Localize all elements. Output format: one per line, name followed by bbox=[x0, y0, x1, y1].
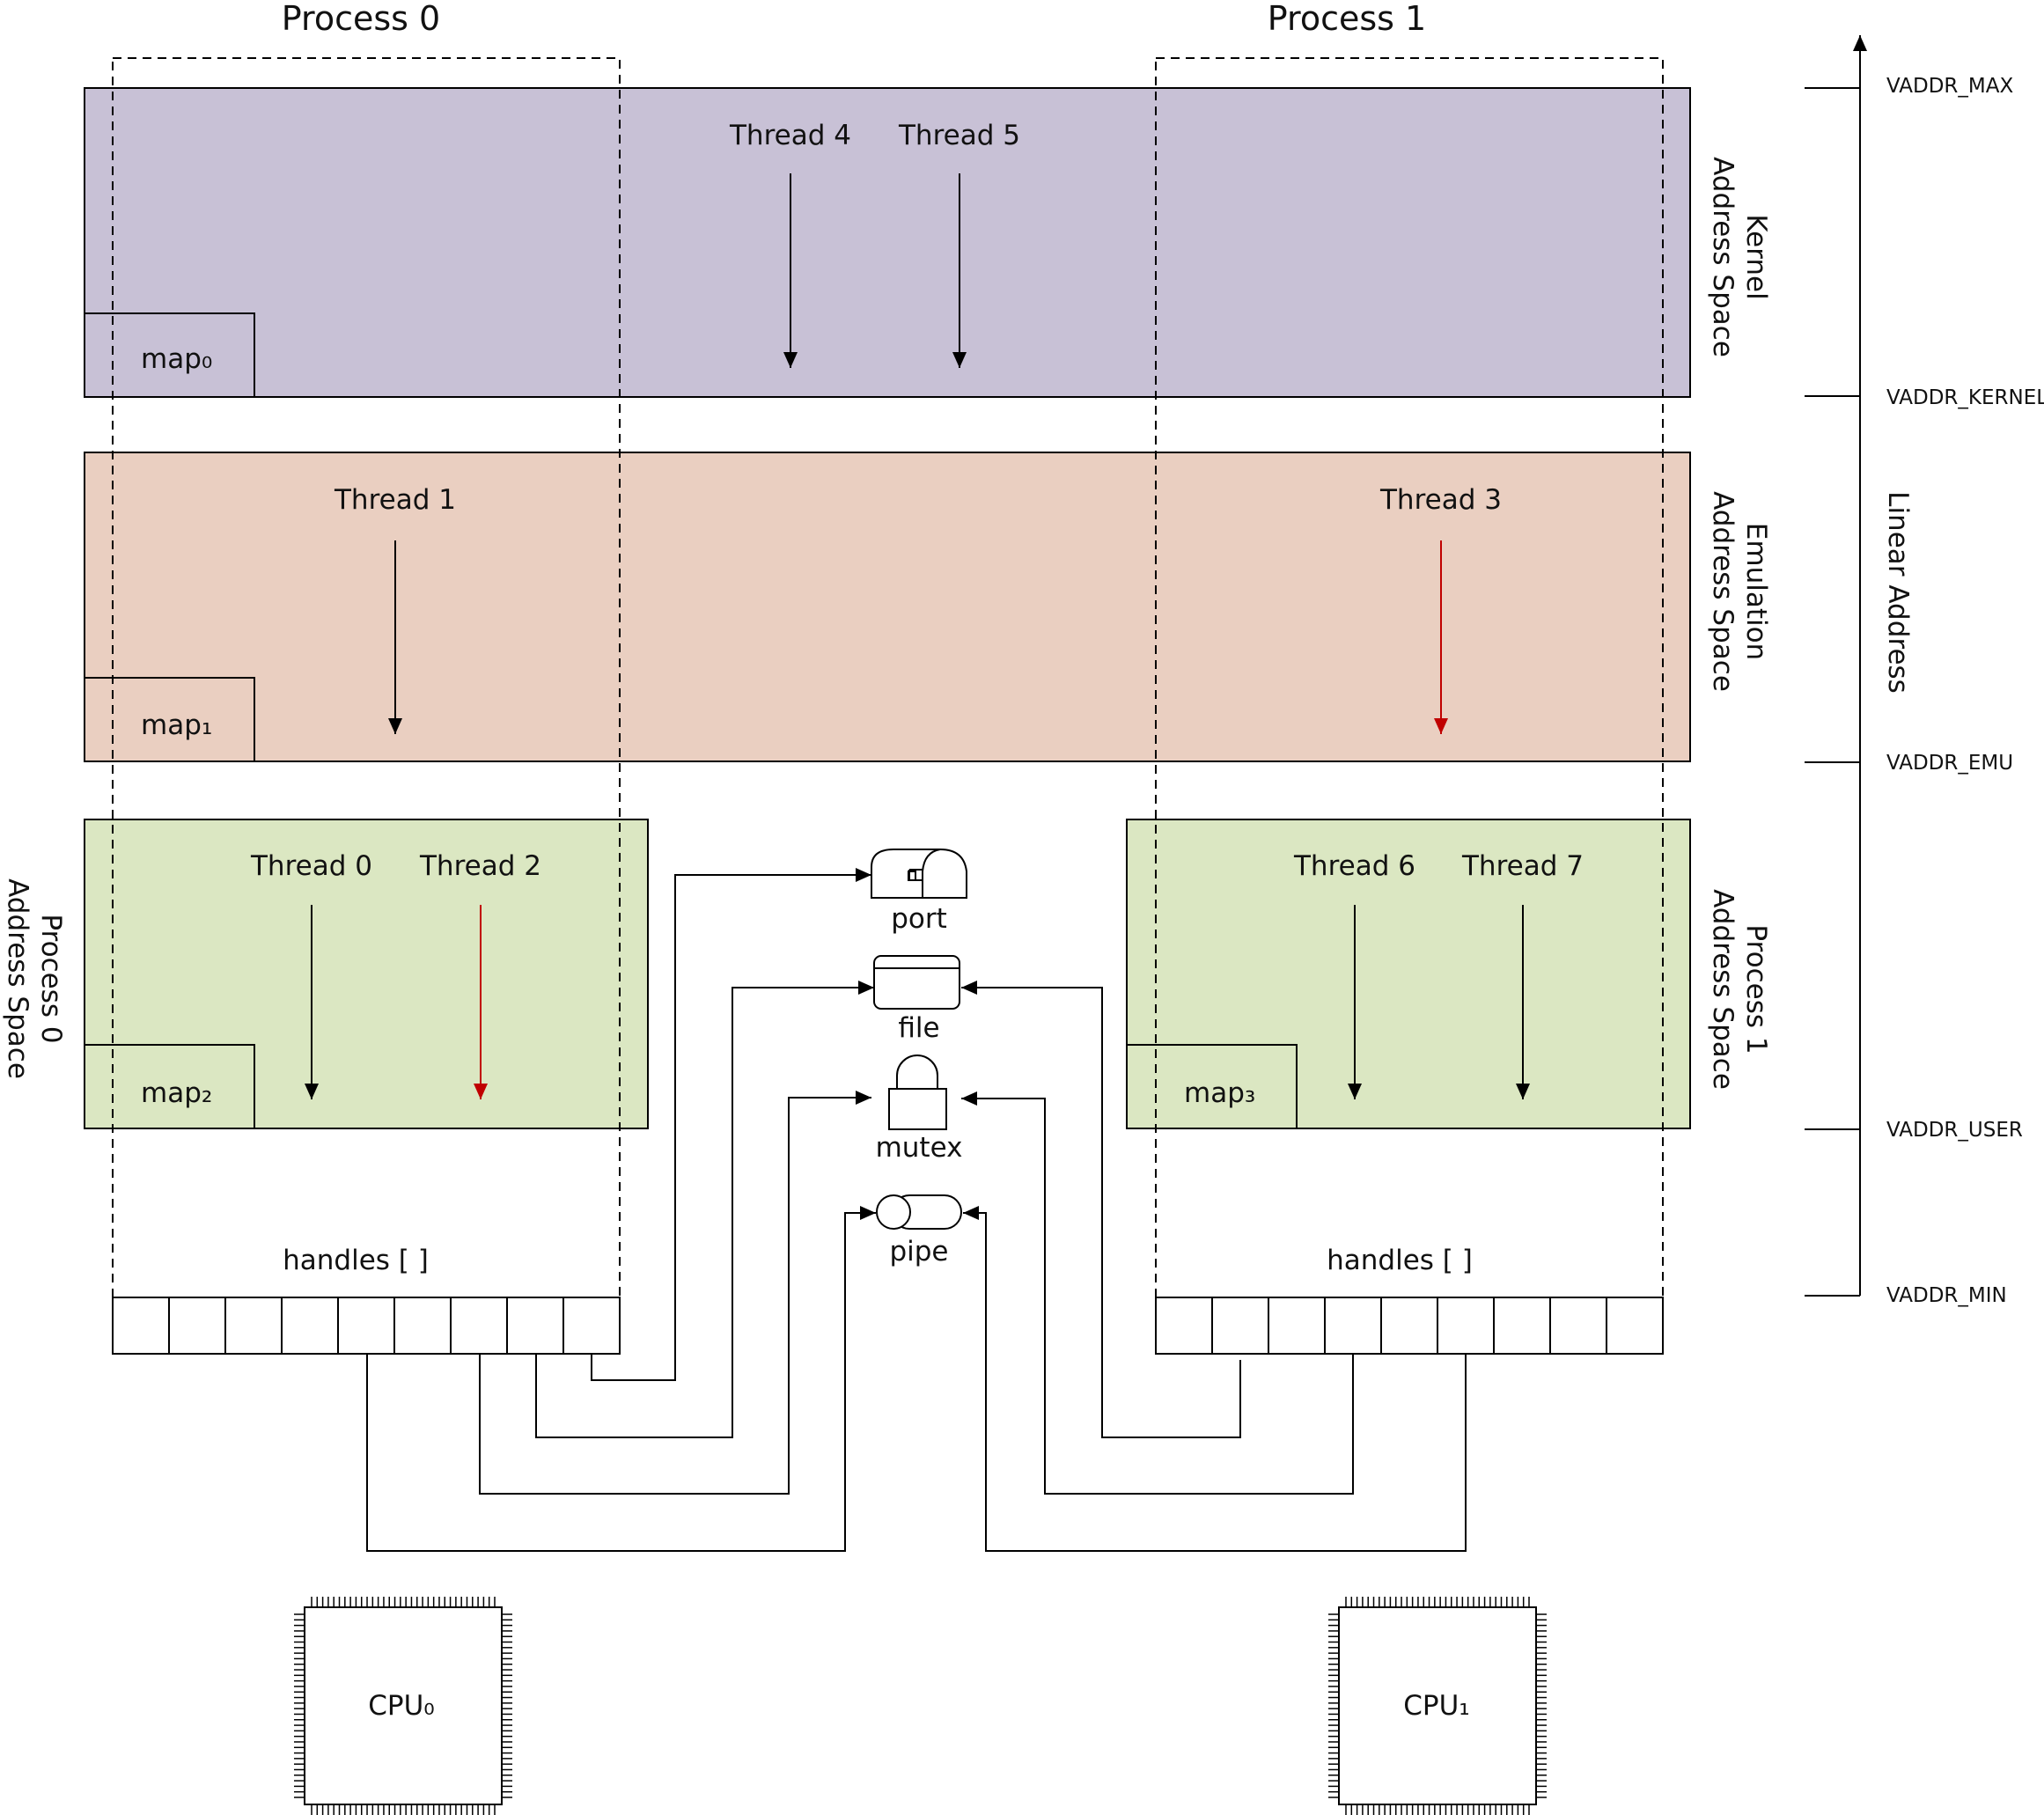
map0-label: map₀ bbox=[141, 343, 212, 375]
port-label: port bbox=[891, 903, 947, 935]
handle-slot bbox=[112, 1297, 170, 1355]
handle-slot bbox=[1437, 1297, 1495, 1355]
handle-file-connector-p1 bbox=[961, 981, 1241, 1438]
handles0-table bbox=[112, 1297, 621, 1355]
process0-title: Process 0 bbox=[282, 0, 440, 38]
handle-slot bbox=[1155, 1297, 1213, 1355]
cpu1-label: CPU₁ bbox=[1403, 1690, 1469, 1722]
handle-slot bbox=[562, 1297, 621, 1355]
pipe-icon bbox=[876, 1194, 962, 1230]
handle-slot bbox=[1211, 1297, 1269, 1355]
thread3-label: Thread 3 bbox=[1379, 484, 1502, 516]
mutex-label: mutex bbox=[876, 1132, 963, 1164]
handle-slot bbox=[450, 1297, 508, 1355]
cpu1-chip-icon bbox=[1328, 1597, 1547, 1815]
thread4-label: Thread 4 bbox=[729, 120, 851, 151]
handle-slot bbox=[1549, 1297, 1607, 1355]
handle-port-connector bbox=[591, 868, 871, 1381]
handle-slot bbox=[1380, 1297, 1438, 1355]
process0-space-label-2: Address Space bbox=[2, 878, 33, 1079]
pipe-label: pipe bbox=[889, 1236, 948, 1268]
emulation-space-label-2: Address Space bbox=[1707, 491, 1739, 692]
vaddr-user-label: VADDR_USER bbox=[1886, 1119, 2023, 1142]
handle-slot bbox=[1268, 1297, 1326, 1355]
file-label: file bbox=[898, 1012, 939, 1044]
mutex-icon bbox=[888, 1054, 947, 1130]
vaddr-kernel-label: VADDR_KERNEL bbox=[1886, 386, 2044, 409]
handle-slot bbox=[1493, 1297, 1551, 1355]
process1-space-label-1: Process 1 bbox=[1740, 924, 1772, 1054]
map1-label: map₁ bbox=[141, 709, 212, 741]
vaddr-min-label: VADDR_MIN bbox=[1886, 1284, 2007, 1307]
handle-mutex-connector-p0 bbox=[479, 1091, 871, 1495]
kernel-address-space bbox=[84, 87, 1691, 398]
handle-slot bbox=[281, 1297, 339, 1355]
thread7-label: Thread 7 bbox=[1461, 850, 1584, 882]
handle-slot bbox=[337, 1297, 395, 1355]
handle-pipe-connector-p1 bbox=[963, 1206, 1467, 1552]
handle-slot bbox=[1324, 1297, 1382, 1355]
thread1-label: Thread 1 bbox=[334, 484, 456, 516]
port-icon bbox=[871, 849, 967, 899]
emulation-space-label-1: Emulation bbox=[1740, 523, 1772, 660]
thread0-label: Thread 0 bbox=[250, 850, 372, 882]
thread2-label: Thread 2 bbox=[419, 850, 541, 882]
handle-slot bbox=[393, 1297, 452, 1355]
cpu0-label: CPU₀ bbox=[368, 1690, 434, 1722]
process1-title: Process 1 bbox=[1268, 0, 1426, 38]
handles1-table bbox=[1155, 1297, 1664, 1355]
file-icon bbox=[873, 955, 960, 1010]
vaddr-max-label: VADDR_MAX bbox=[1886, 75, 2013, 98]
vaddr-emu-label: VADDR_EMU bbox=[1886, 752, 2013, 775]
process0-space-label-1: Process 0 bbox=[35, 914, 67, 1043]
process1-space-label-2: Address Space bbox=[1707, 889, 1739, 1090]
map3-label: map₃ bbox=[1184, 1077, 1255, 1109]
thread6-label: Thread 6 bbox=[1293, 850, 1415, 882]
kernel-space-label-2: Address Space bbox=[1707, 157, 1739, 357]
handle-mutex-connector-p1 bbox=[961, 1091, 1354, 1495]
handle-slot bbox=[168, 1297, 226, 1355]
handle-slot bbox=[224, 1297, 283, 1355]
thread5-label: Thread 5 bbox=[898, 120, 1020, 151]
cpu0-chip-icon bbox=[294, 1597, 512, 1815]
map2-label: map₂ bbox=[141, 1077, 212, 1109]
linear-address-label: Linear Address bbox=[1882, 491, 1914, 694]
handles0-label: handles [ ] bbox=[283, 1245, 429, 1276]
kernel-space-label-1: Kernel bbox=[1740, 214, 1772, 299]
emulation-address-space bbox=[84, 452, 1691, 762]
handle-file-connector-p0 bbox=[535, 981, 874, 1438]
handle-pipe-connector-p0 bbox=[366, 1206, 876, 1552]
handle-slot bbox=[1606, 1297, 1664, 1355]
handle-slot bbox=[506, 1297, 564, 1355]
handles1-label: handles [ ] bbox=[1327, 1245, 1473, 1276]
